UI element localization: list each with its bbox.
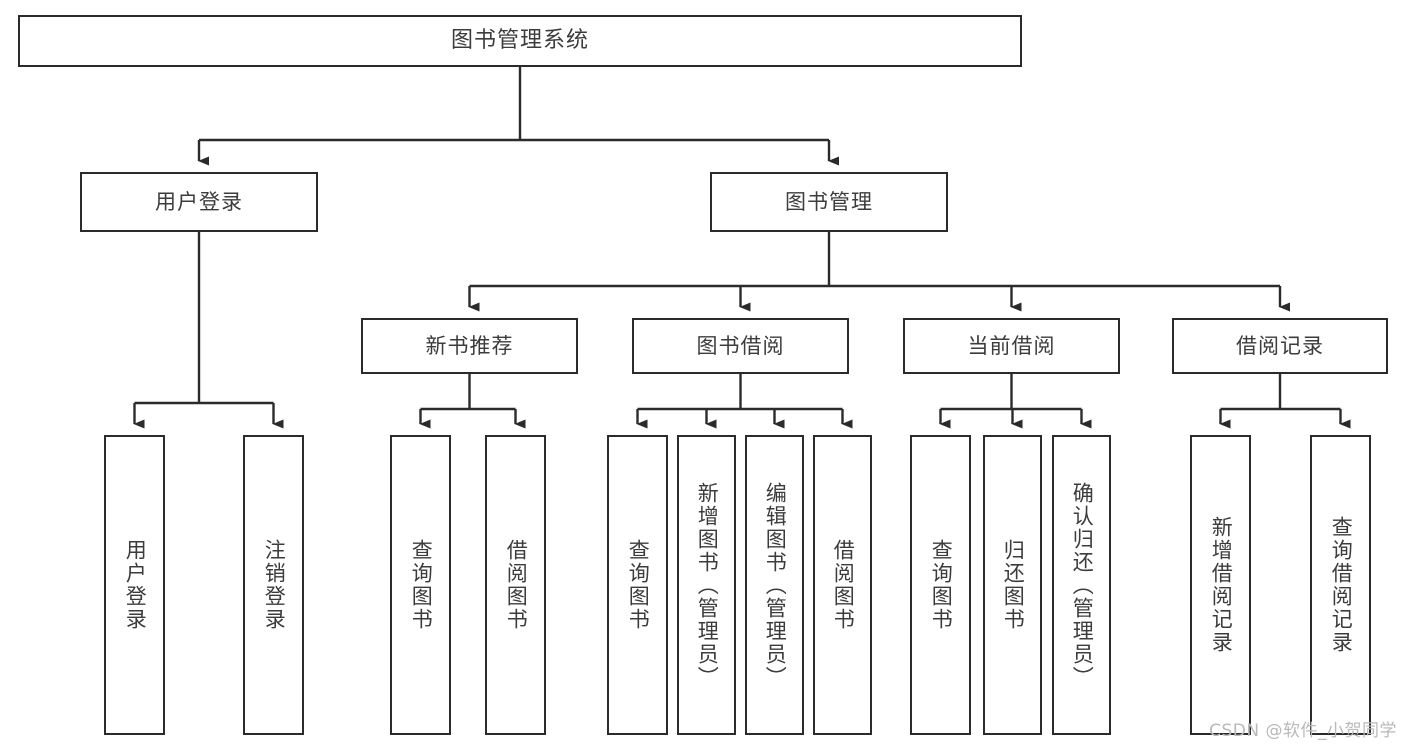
node-label: 借阅图书 (831, 539, 856, 631)
node-borrow-record[interactable]: 借阅记录 (1172, 318, 1388, 374)
node-label: 查询图书 (626, 539, 651, 631)
node-leaf-user-login[interactable]: 用户登录 (104, 435, 165, 735)
node-label: 新书推荐 (425, 333, 514, 358)
node-book-borrow[interactable]: 图书借阅 (632, 318, 849, 374)
node-leaf-add-book[interactable]: 新增图书（管理员） (677, 435, 736, 735)
node-leaf-user-logout[interactable]: 注销登录 (243, 435, 304, 735)
node-leaf-return-book[interactable]: 归还图书 (983, 435, 1042, 735)
node-leaf-query-book-2[interactable]: 查询图书 (607, 435, 668, 735)
node-label: 新增图书（管理员） (695, 481, 720, 689)
node-label: 当前借阅 (967, 333, 1056, 358)
node-label: 新增借阅记录 (1209, 516, 1234, 654)
node-leaf-confirm-return[interactable]: 确认归还（管理员） (1052, 435, 1111, 735)
node-label: 借阅记录 (1236, 333, 1324, 358)
node-label: 注销登录 (262, 539, 287, 631)
node-label: 用户登录 (123, 539, 148, 631)
node-leaf-borrow-book-1[interactable]: 借阅图书 (485, 435, 546, 735)
node-user-login[interactable]: 用户登录 (80, 172, 318, 232)
node-current-borrow[interactable]: 当前借阅 (903, 318, 1120, 374)
node-leaf-query-record[interactable]: 查询借阅记录 (1310, 435, 1371, 735)
node-label: 确认归还（管理员） (1070, 481, 1095, 689)
node-leaf-query-book-3[interactable]: 查询图书 (910, 435, 971, 735)
node-label: 借阅图书 (504, 539, 529, 631)
node-leaf-borrow-book-2[interactable]: 借阅图书 (813, 435, 872, 735)
node-root[interactable]: 图书管理系统 (18, 15, 1022, 67)
node-label: 归还图书 (1001, 539, 1026, 631)
node-leaf-query-book-1[interactable]: 查询图书 (390, 435, 451, 735)
node-label: 查询图书 (929, 539, 954, 631)
node-leaf-edit-book[interactable]: 编辑图书（管理员） (745, 435, 804, 735)
node-label: 查询图书 (409, 539, 434, 631)
watermark-text: CSDN @软件_小贺同学 (1209, 721, 1397, 741)
node-label: 图书管理 (785, 189, 873, 214)
node-new-book-rec[interactable]: 新书推荐 (361, 318, 578, 374)
node-book-manage[interactable]: 图书管理 (710, 172, 948, 232)
node-label: 图书管理系统 (450, 28, 589, 54)
node-label: 编辑图书（管理员） (763, 481, 788, 689)
node-label: 查询借阅记录 (1329, 516, 1354, 654)
node-label: 图书借阅 (696, 333, 785, 358)
node-leaf-add-record[interactable]: 新增借阅记录 (1190, 435, 1251, 735)
node-label: 用户登录 (155, 189, 243, 214)
